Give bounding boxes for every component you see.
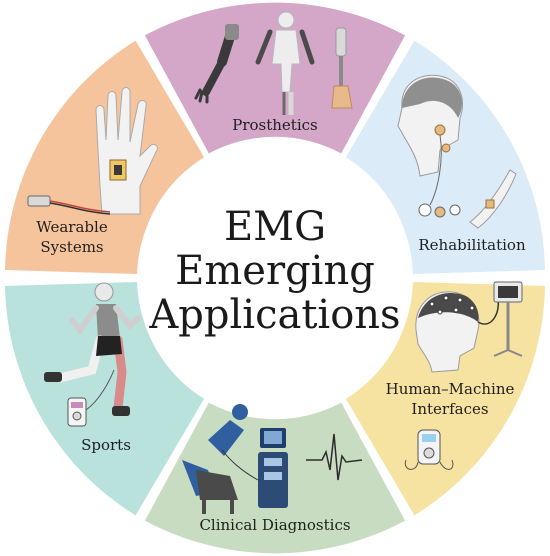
sports-label: Sports xyxy=(81,436,131,454)
prosthetic-arm-icon xyxy=(194,24,239,104)
emg-machine-icon xyxy=(221,428,288,508)
handheld-stimulator-icon xyxy=(404,429,454,470)
wearable-label-line1: Wearable xyxy=(36,218,108,236)
prosthetic-body-icon xyxy=(255,11,315,115)
clinical-diagnostics-label: Clinical Diagnostics xyxy=(199,516,350,534)
forearm-sensor-icon xyxy=(469,169,517,229)
patient-chair-icon xyxy=(182,404,248,514)
sensor-cable-icon xyxy=(27,195,111,215)
segment-human-machine-interfaces xyxy=(345,282,545,516)
hmi-label-line1: Human–Machine xyxy=(386,380,515,398)
emg-waveform-icon xyxy=(306,433,363,481)
runner-icon xyxy=(44,282,141,416)
hmi-label-line2: Interfaces xyxy=(411,400,488,418)
segment-sports xyxy=(5,282,205,516)
head-electrodes-icon xyxy=(397,74,463,218)
hand-sensor-icon xyxy=(95,87,158,215)
segment-rehabilitation xyxy=(345,40,545,274)
center-title-line1: EMG xyxy=(224,204,326,250)
rehabilitation-label: Rehabilitation xyxy=(418,236,526,254)
portable-emg-device-icon xyxy=(67,369,115,427)
monitor-stand-icon xyxy=(493,281,523,357)
prosthetics-label: Prosthetics xyxy=(232,116,317,134)
center-circle xyxy=(137,140,413,416)
prosthetic-leg-icon xyxy=(331,27,353,109)
center-title-line2: Emerging xyxy=(175,248,375,294)
center-title-line3: Applications xyxy=(148,292,400,338)
wearable-label-line2: Systems xyxy=(40,238,103,256)
